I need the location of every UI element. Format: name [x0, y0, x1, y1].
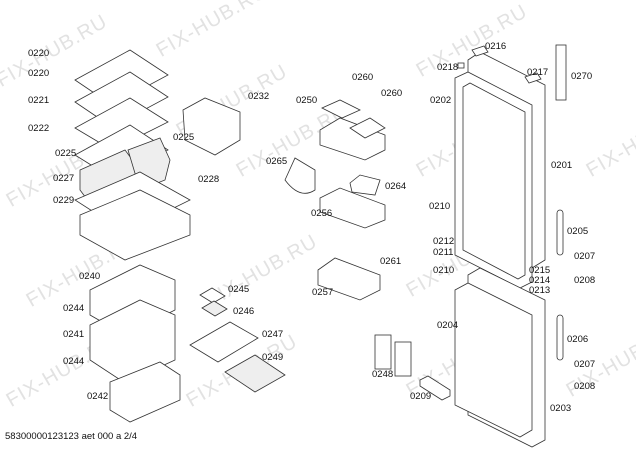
- part-label[interactable]: 0260: [352, 72, 374, 83]
- cover[interactable]: [524, 72, 542, 84]
- part-label[interactable]: 0208: [574, 275, 596, 286]
- part-label[interactable]: 0205: [567, 226, 589, 237]
- part-label[interactable]: 0220: [28, 68, 50, 79]
- part-label[interactable]: 0202: [430, 95, 452, 106]
- part-label[interactable]: 0217: [527, 67, 549, 78]
- door-shelf[interactable]: [319, 187, 386, 229]
- door-inner: [462, 82, 526, 280]
- part-label[interactable]: 0246: [233, 306, 255, 317]
- hinge[interactable]: [555, 44, 567, 101]
- part-label[interactable]: 0214: [529, 275, 551, 286]
- part-label[interactable]: 0261: [380, 256, 402, 267]
- door-shelf[interactable]: [319, 117, 386, 161]
- part-label[interactable]: 0207: [574, 251, 596, 262]
- cover[interactable]: [471, 45, 489, 57]
- part-label[interactable]: 0210: [433, 265, 455, 276]
- cap[interactable]: [457, 62, 465, 69]
- part-label[interactable]: 0265: [266, 156, 288, 167]
- egg-tray[interactable]: [349, 117, 386, 139]
- ice-pack[interactable]: [374, 334, 392, 370]
- handle[interactable]: [556, 209, 564, 256]
- part-label[interactable]: 0270: [571, 71, 593, 82]
- part-label[interactable]: 0247: [262, 329, 284, 340]
- diagram-reference: 58300000123123 aet 000 a 2/4: [5, 431, 138, 442]
- part-label[interactable]: 0241: [63, 329, 85, 340]
- part-label[interactable]: 0211: [433, 247, 454, 258]
- part-label[interactable]: 0222: [28, 123, 50, 134]
- grid[interactable]: [224, 354, 286, 393]
- part-label[interactable]: 0215: [529, 265, 551, 276]
- box[interactable]: [182, 97, 241, 156]
- ice-tray[interactable]: [201, 300, 228, 317]
- part-label[interactable]: 0242: [87, 391, 109, 402]
- shelf-cover[interactable]: [284, 157, 316, 194]
- handle[interactable]: [556, 314, 564, 361]
- part-label[interactable]: 0240: [79, 271, 101, 282]
- part-label[interactable]: 0228: [198, 174, 220, 185]
- part-label[interactable]: 0249: [262, 352, 284, 363]
- crisper-cover[interactable]: [79, 189, 191, 261]
- part-label[interactable]: 0201: [551, 160, 573, 171]
- part-label[interactable]: 0208: [574, 381, 596, 392]
- part-label[interactable]: 0248: [372, 369, 394, 380]
- part-label[interactable]: 0220: [28, 48, 50, 59]
- part-label[interactable]: 0207: [574, 359, 596, 370]
- part-label[interactable]: 0227: [53, 173, 75, 184]
- part-label[interactable]: 0256: [311, 208, 333, 219]
- part-label[interactable]: 0264: [385, 181, 407, 192]
- part-label[interactable]: 0216: [485, 41, 507, 52]
- cover[interactable]: [199, 287, 226, 304]
- part-label[interactable]: 0250: [296, 95, 318, 106]
- flap[interactable]: [419, 375, 451, 401]
- part-label[interactable]: 0260: [381, 88, 403, 99]
- part-label[interactable]: 0232: [248, 91, 270, 102]
- part-label[interactable]: 0203: [550, 403, 572, 414]
- part-label[interactable]: 0204: [437, 320, 459, 331]
- part-label[interactable]: 0229: [53, 195, 75, 206]
- part-label[interactable]: 0245: [228, 284, 250, 295]
- part-label[interactable]: 0225: [173, 132, 195, 143]
- part-label[interactable]: 0257: [312, 287, 334, 298]
- part-label[interactable]: 0212: [433, 236, 455, 247]
- part-label[interactable]: 0221: [28, 95, 50, 106]
- tray[interactable]: [189, 321, 259, 363]
- part-label[interactable]: 0206: [567, 334, 589, 345]
- part-label[interactable]: 0210: [429, 201, 451, 212]
- freezer-drawer[interactable]: [109, 361, 181, 423]
- part-label[interactable]: 0213: [529, 285, 551, 296]
- part-label[interactable]: 0218: [437, 62, 459, 73]
- egg-tray[interactable]: [321, 99, 361, 119]
- part-label[interactable]: 0209: [410, 391, 432, 402]
- freezer-drawer[interactable]: [89, 299, 176, 384]
- part-label[interactable]: 0225: [55, 148, 77, 159]
- part-label[interactable]: 0244: [63, 356, 85, 367]
- ice-pack[interactable]: [394, 341, 412, 377]
- part-label[interactable]: 0244: [63, 303, 85, 314]
- bottle-shelf[interactable]: [317, 257, 381, 301]
- freezer-gasket[interactable]: [454, 282, 533, 438]
- small-shelf[interactable]: [349, 174, 381, 196]
